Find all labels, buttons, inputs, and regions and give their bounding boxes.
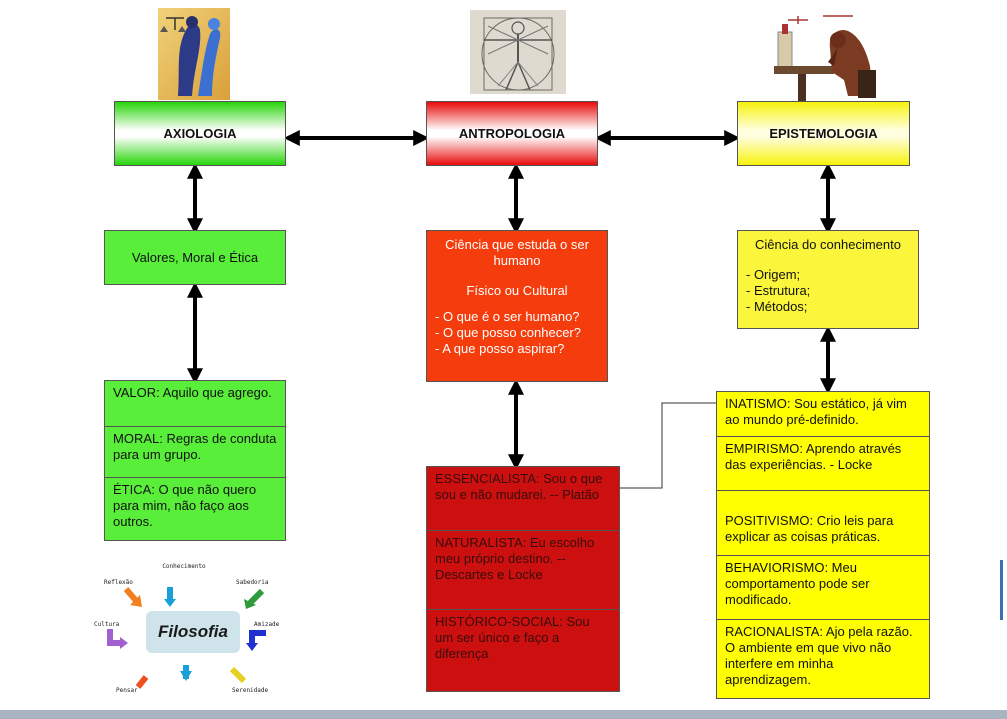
- scrollbar-fragment: [1000, 560, 1003, 620]
- thinker-statue-image: [768, 10, 888, 102]
- epistemologia-item-racionalista: RACIONALISTA: Ajo pela razão. O ambiente…: [717, 619, 929, 698]
- antropologia-item-historico-social: HISTÓRICO-SOCIAL: Sou um ser único e faç…: [427, 609, 619, 691]
- antropologia-title-box: ANTROPOLOGIA: [426, 101, 598, 166]
- vitruvian-man-image: [470, 10, 566, 94]
- epistemologia-item-behaviorismo: BEHAVIORISMO: Meu comportamento pode ser…: [717, 555, 929, 619]
- epistemologia-summary-line: - Métodos;: [746, 299, 808, 314]
- antropologia-summary-line: Ciência que estuda o ser humano: [445, 237, 589, 268]
- epistemologia-item-inatismo: INATISMO: Sou estático, já vim ao mundo …: [725, 396, 907, 427]
- axiologia-title-box: AXIOLOGIA: [114, 101, 286, 166]
- filosofia-label-cultura: Cultura: [94, 621, 120, 628]
- filosofia-label-serenidade: Serenidade: [232, 687, 269, 694]
- axiologia-item-etica: ÉTICA: O que não quero para mim, não faç…: [105, 477, 285, 540]
- epistemologia-item-empirismo: EMPIRISMO: Aprendo através das experiênc…: [717, 436, 929, 490]
- axiologia-items-box: VALOR: Aquilo que agrego. MORAL: Regras …: [104, 380, 286, 541]
- filosofia-label-amizade: Amizade: [254, 621, 280, 628]
- epistemologia-summary-box: Ciência do conhecimento - Origem; - Estr…: [737, 230, 919, 329]
- antropologia-item-essencialista: ESSENCIALISTA: Sou o que sou e não mudar…: [435, 471, 603, 502]
- filosofia-label-pensar: Pensar: [116, 687, 138, 694]
- antropologia-summary-line: - O que posso conhecer?: [435, 325, 581, 340]
- antropologia-item-naturalista: NATURALISTA: Eu escolho meu próprio dest…: [427, 530, 619, 609]
- filosofia-label-sabedoria: Sabedoria: [236, 579, 269, 586]
- antropologia-summary-line: Físico ou Cultural: [466, 283, 568, 298]
- epistemologia-title-box: EPISTEMOLOGIA: [737, 101, 910, 166]
- filosofia-label-reflexao: Reflexão: [104, 579, 133, 586]
- epistemologia-summary-line: - Origem;: [746, 267, 801, 282]
- axiologia-summary-box: Valores, Moral e Ética: [104, 230, 286, 285]
- epistemologia-item-positivismo: POSITIVISMO: Crio leis para explicar as …: [717, 490, 929, 555]
- filosofia-center-label: Filosofia: [158, 622, 228, 641]
- epistemologia-summary-line: - Estrutura;: [746, 283, 811, 298]
- axiologia-item-moral: MORAL: Regras de conduta para um grupo.: [105, 426, 285, 477]
- epistemologia-title: EPISTEMOLOGIA: [769, 126, 878, 141]
- antropologia-summary-box: Ciência que estuda o ser humano Físico o…: [426, 230, 608, 382]
- antropologia-summary-line: - O que é o ser humano?: [435, 309, 580, 324]
- epistemologia-items-box: INATISMO: Sou estático, já vim ao mundo …: [716, 391, 930, 699]
- filosofia-label-conhecimento: Conhecimento: [162, 563, 206, 570]
- antropologia-title: ANTROPOLOGIA: [458, 126, 566, 141]
- antropologia-summary-line: - A que posso aspirar?: [435, 341, 565, 356]
- epistemologia-summary-line: Ciência do conhecimento: [755, 237, 901, 252]
- bottom-window-bar: [0, 710, 1007, 719]
- axiologia-summary: Valores, Moral e Ética: [131, 249, 259, 265]
- justice-figure-image: [158, 8, 230, 100]
- filosofia-graphic: Filosofia Conhecimento Sabedoria Amizade…: [86, 563, 296, 701]
- antropologia-items-box: ESSENCIALISTA: Sou o que sou e não mudar…: [426, 466, 620, 692]
- axiologia-item-valor: VALOR: Aquilo que agrego.: [113, 385, 272, 400]
- axiologia-title: AXIOLOGIA: [163, 126, 237, 141]
